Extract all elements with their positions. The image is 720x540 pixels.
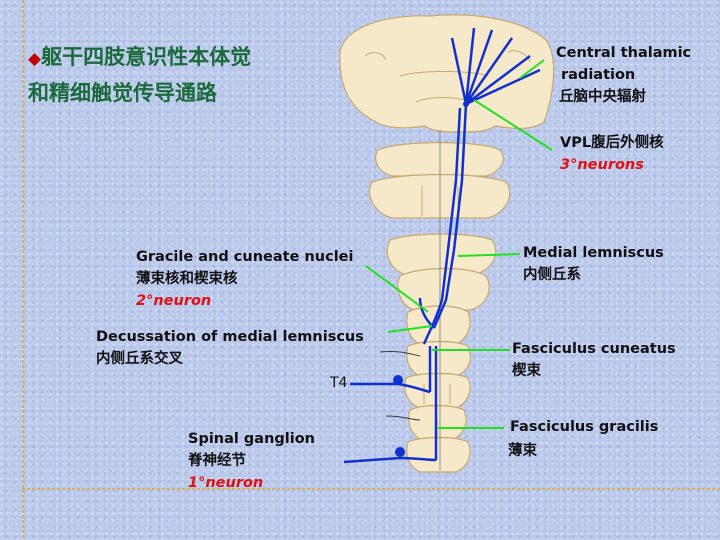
label-vpl-neuron: 3°neurons (560, 157, 644, 173)
spinal-ganglion-cell (395, 447, 405, 457)
spinal-cord-lumbar (406, 436, 471, 473)
label-fasc-gracilis-zh: 薄束 (508, 443, 537, 459)
label-central-thalamic-en2: radiation (561, 67, 636, 83)
label-central-thalamic-en1: Central thalamic (556, 45, 692, 61)
label-decussation-en: Decussation of medial lemniscus (96, 329, 364, 345)
pointer-central-thalamic (519, 59, 545, 79)
label-t4: T4 (330, 375, 348, 391)
dorsal-root-lines (379, 351, 421, 421)
label-fasc-cuneatus-en: Fasciculus cuneatus (512, 341, 676, 357)
label-fasc-gracilis-en: Fasciculus gracilis (510, 419, 659, 435)
label-spinal-ganglion-en: Spinal ganglion (188, 431, 316, 447)
spinal-cord-t4 (404, 372, 471, 409)
label-gracile-cuneate-neuron: 2°neuron (136, 293, 212, 309)
diamond-bullet-icon: ◆ (28, 49, 42, 69)
label-gracile-cuneate-en: Gracile and cuneate nuclei (136, 249, 354, 265)
lumbar-ganglion-fiber (343, 456, 437, 464)
thalamic-radiation-fan (450, 27, 541, 106)
brain-tissue (339, 14, 555, 473)
medulla-lower-slice (406, 305, 471, 345)
label-gracile-cuneate-zh: 薄束核和楔束核 (136, 271, 238, 287)
slide-title: ◆躯干四肢意识性本体觉 和精细触觉传导通路 (28, 40, 251, 110)
decorative-frame-horizontal (22, 488, 720, 490)
pointer-medial-lemniscus (457, 253, 521, 257)
pointer-vpl (473, 99, 553, 151)
spinal-cord-cervical (406, 340, 471, 377)
label-medial-lemniscus-en: Medial lemniscus (523, 245, 664, 261)
pointer-gracile-cuneate (365, 265, 429, 313)
midbrain-slice (375, 141, 504, 177)
label-spinal-ganglion-zh: 脊神经节 (188, 453, 246, 469)
vpl-cell (463, 101, 469, 107)
label-medial-lemniscus-zh: 内侧丘系 (523, 267, 581, 283)
cerebrum-section (339, 14, 555, 133)
t4-ganglion-cell (393, 375, 403, 385)
ganglion-cells (393, 101, 469, 457)
decorative-frame-vertical (22, 0, 24, 540)
title-line-1: 躯干四肢意识性本体觉 (41, 45, 252, 69)
label-decussation-zh: 内侧丘系交叉 (96, 351, 183, 367)
label-pointers (365, 59, 553, 429)
decussation-fibers (418, 297, 444, 345)
label-vpl-zh: VPL腹后外侧核 (560, 135, 664, 151)
title-line-2: 和精细触觉传导通路 (28, 81, 217, 105)
label-spinal-ganglion-neuron: 1°neuron (188, 475, 264, 491)
medial-lemniscus-tract (432, 103, 468, 329)
label-fasc-cuneatus-zh: 楔束 (512, 363, 541, 379)
pointer-decussation (387, 325, 433, 333)
pons-lower-slice (386, 233, 497, 277)
pathway-blue (343, 27, 541, 464)
label-central-thalamic-zh: 丘脑中央辐射 (559, 89, 646, 105)
